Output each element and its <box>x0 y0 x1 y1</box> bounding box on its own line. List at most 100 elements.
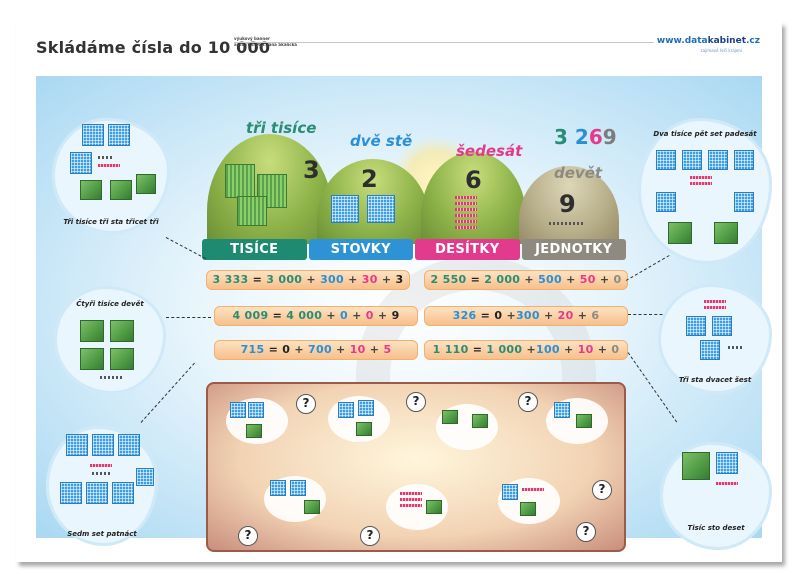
eq-plus: + <box>336 343 346 356</box>
meta-line-1: výukový banner <box>234 36 270 41</box>
brand-tagline: zajímavé řeči krajení <box>700 48 742 53</box>
author-info: výukový banner autor/ka: Mgr. Jana Skali… <box>234 36 297 48</box>
hundred-square <box>734 192 754 212</box>
hundred-square <box>554 402 570 418</box>
practice-bubble <box>546 398 608 444</box>
cloud-right-bottom: Tisíc sto deset <box>660 442 772 550</box>
eq-tens: 10 <box>349 343 366 356</box>
ten-rod <box>690 176 712 179</box>
hundred-square <box>716 452 738 474</box>
word-hundreds: dvě stě <box>350 132 413 150</box>
eq-tens: 50 <box>579 273 596 286</box>
cloud-label: Čtyři tisíce devět <box>76 300 144 308</box>
page-title: Skládáme čísla do 10 000 <box>36 38 271 57</box>
hill-digit-ones: 9 <box>559 190 576 218</box>
eq-equals: = <box>252 273 263 286</box>
eq-hundreds: 500 <box>538 273 562 286</box>
hill-digit-hundreds: 2 <box>361 165 378 193</box>
headline-digit-thousands: 3 <box>554 125 568 149</box>
hundred-square <box>712 316 732 336</box>
hundred-square <box>82 124 104 146</box>
place-labels: TISÍCE STOVKY DESÍTKY JEDNOTKY <box>202 239 626 260</box>
ten-rod <box>98 164 120 167</box>
practice-bubble <box>264 476 326 522</box>
ten-rod <box>455 208 477 211</box>
word-thousands: tři tisíce <box>246 119 317 137</box>
connector-line <box>166 317 211 318</box>
eq-plus: + <box>306 273 316 286</box>
cloud-right-mid: Tři sta dvacet šest <box>658 284 772 394</box>
thousand-cube <box>520 502 536 516</box>
hundred-square <box>92 434 114 456</box>
cloud-label: Tři tisíce tři sta třicet tři <box>63 218 159 226</box>
thousand-cube <box>237 196 267 226</box>
thousand-cube <box>304 500 320 514</box>
question-mark-icon[interactable]: ? <box>406 392 426 412</box>
thousand-cube <box>110 320 134 342</box>
equation-1: 3 333 = 3 000 + 300 + 30 + 3 <box>206 270 410 290</box>
thousand-cube <box>110 348 134 370</box>
place-value-hills: 3 2 6 9 <box>201 127 626 262</box>
cloud-label: Sedm set patnáct <box>67 530 137 538</box>
hundred-square <box>367 195 395 223</box>
label-thousands: TISÍCE <box>202 239 307 260</box>
ones-dots <box>728 346 742 349</box>
hill-ones: 9 <box>519 166 619 244</box>
ten-rod <box>704 300 726 303</box>
hill-tens: 6 <box>421 152 526 244</box>
thousand-cube <box>576 414 592 428</box>
eq-plus: + <box>524 273 534 286</box>
question-mark-icon[interactable]: ? <box>592 480 612 500</box>
label-hundreds: STOVKY <box>308 239 413 260</box>
brand-link[interactable]: www.datakabinet.cz <box>657 36 760 46</box>
equation-6: 1 110 = 1 000 +100 + 10 + 0 <box>424 340 628 360</box>
equation-5: 715 = 0 + 700 + 10 + 5 <box>214 340 418 360</box>
hill-digit-tens: 6 <box>465 166 482 194</box>
thousand-cube <box>668 222 692 244</box>
question-mark-icon[interactable]: ? <box>238 526 258 546</box>
eq-number: 715 <box>240 343 265 356</box>
thousand-cube <box>714 222 738 244</box>
eq-tens: 10 <box>577 343 594 356</box>
cloud-left-top: Tři tisíce tři sta třicet tři <box>52 118 170 234</box>
ten-rod <box>455 220 477 223</box>
headline-digit-tens: 6 <box>588 125 603 149</box>
hundred-square <box>686 316 706 336</box>
question-mark-icon[interactable]: ? <box>518 392 538 412</box>
practice-bubble <box>386 484 448 530</box>
thousand-cube <box>110 180 132 200</box>
thousand-cube <box>442 410 458 424</box>
cloud-left-bottom: Sedm set patnáct <box>46 426 158 546</box>
thousand-cube <box>356 422 372 436</box>
question-mark-icon[interactable]: ? <box>576 522 596 542</box>
hundred-square <box>700 340 720 360</box>
hundred-square <box>136 468 154 486</box>
ten-rod <box>455 196 477 199</box>
practice-bubble <box>226 398 288 444</box>
hundred-square <box>502 484 518 500</box>
eq-number: 326 <box>452 309 477 322</box>
equation-4: 326 = 0 +300 + 20 + 6 <box>424 306 628 326</box>
eq-hundreds: 300 <box>320 273 344 286</box>
headline-digit-ones: 9 <box>602 125 617 149</box>
hundred-square <box>290 480 306 496</box>
ten-rod <box>690 182 712 185</box>
word-tens: šedesát <box>456 142 523 160</box>
question-mark-icon[interactable]: ? <box>296 394 316 414</box>
hundred-square <box>66 434 88 456</box>
ten-rod <box>455 214 477 217</box>
question-mark-icon[interactable]: ? <box>360 526 380 546</box>
hundred-square <box>86 482 108 504</box>
ones-dots <box>92 472 110 475</box>
header-divider <box>234 42 654 43</box>
eq-tens: 20 <box>557 309 574 322</box>
ten-rod <box>704 306 726 309</box>
meta-line-2: autor/ka: Mgr. Jana Skalická <box>234 42 297 47</box>
connector-line <box>628 314 673 315</box>
hill-hundreds: 2 <box>317 159 429 244</box>
hundred-square <box>338 402 354 418</box>
eq-plus: + <box>564 343 574 356</box>
eq-hundreds: 100 <box>536 343 560 356</box>
eq-ones: 9 <box>391 309 400 322</box>
eq-number: 2 550 <box>430 273 467 286</box>
